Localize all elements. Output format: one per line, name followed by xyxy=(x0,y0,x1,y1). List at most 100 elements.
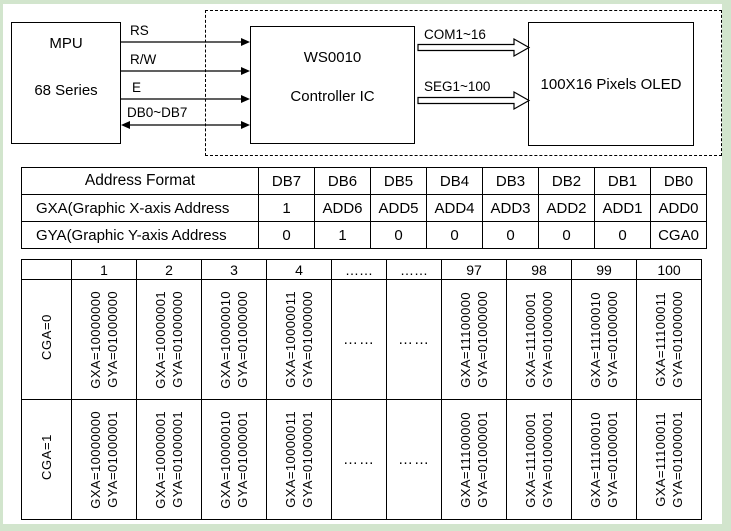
table-cell: 0 xyxy=(482,221,539,249)
table-cell: ADD0 xyxy=(650,194,707,222)
col-header-1: 1 xyxy=(71,259,137,280)
gya-row-label: GYA(Graphic Y-axis Address xyxy=(21,221,259,249)
gya-value: GYA=01000001 xyxy=(235,411,250,508)
address-cell: GXA=10000000 GYA=01000000 xyxy=(71,279,137,400)
table-cell: ADD1 xyxy=(594,194,651,222)
gya-value: GYA=01000001 xyxy=(670,411,685,508)
ellipsis: …… xyxy=(343,330,375,348)
address-cell: GXA=11100010 GYA=01000001 xyxy=(571,399,637,520)
cga0-label: CGA=0 xyxy=(39,314,54,360)
gya-value: GYA=01000001 xyxy=(170,411,185,508)
col-header-db1: DB1 xyxy=(594,167,651,195)
table-cell: ADD4 xyxy=(426,194,483,222)
address-cell: GXA=10000000 GYA=01000001 xyxy=(71,399,137,520)
mpu-box: MPU 68 Series xyxy=(11,22,121,144)
ellipsis: …… xyxy=(398,450,430,468)
address-cell: GXA=11100010 GYA=01000000 xyxy=(571,279,637,400)
address-format-header-row: Address Format DB7 DB6 DB5 DB4 DB3 DB2 D… xyxy=(21,167,707,195)
mapping-header-row: 1 2 3 4 …… …… 97 98 99 100 xyxy=(21,259,702,280)
table-cell: 0 xyxy=(538,221,595,249)
ellipsis-cell: …… xyxy=(331,279,387,400)
com-label: COM1~16 xyxy=(424,27,486,42)
ellipsis-cell: …… xyxy=(386,399,442,520)
address-cell: GXA=11100011 GYA=01000000 xyxy=(636,279,702,400)
mpu-subtitle: 68 Series xyxy=(34,82,98,99)
address-cell: GXA=10000011 GYA=01000000 xyxy=(266,279,332,400)
gxa-value: GXA=10000000 xyxy=(88,290,103,389)
gxa-value: GXA=10000001 xyxy=(153,290,168,389)
address-cell: GXA=10000001 GYA=01000001 xyxy=(136,399,202,520)
gya-value: GYA=01000000 xyxy=(540,291,555,388)
gya-row: GYA(Graphic Y-axis Address 0 1 0 0 0 0 0… xyxy=(21,221,707,249)
col-header-db3: DB3 xyxy=(482,167,539,195)
controller-subtitle: Controller IC xyxy=(290,88,375,105)
gxa-value: GXA=10000000 xyxy=(88,410,103,509)
table-cell: 1 xyxy=(258,194,315,222)
table-cell: 0 xyxy=(258,221,315,249)
table-cell: CGA0 xyxy=(650,221,707,249)
rw-label: R/W xyxy=(130,52,157,67)
col-header-99: 99 xyxy=(571,259,637,280)
col-header-db2: DB2 xyxy=(538,167,595,195)
gya-value: GYA=01000001 xyxy=(605,411,620,508)
ellipsis-cell: …… xyxy=(386,279,442,400)
table-cell: ADD3 xyxy=(482,194,539,222)
row-label-cell: CGA=1 xyxy=(21,399,72,520)
gya-value: GYA=01000001 xyxy=(300,411,315,508)
db-bus-label: DB0~DB7 xyxy=(127,105,188,120)
row-label-cell: CGA=0 xyxy=(21,279,72,400)
table-cell: 0 xyxy=(426,221,483,249)
col-header-db6: DB6 xyxy=(314,167,371,195)
gya-value: GYA=01000000 xyxy=(670,291,685,388)
address-cell: GXA=10000010 GYA=01000000 xyxy=(201,279,267,400)
gxa-value: GXA=11100001 xyxy=(523,291,538,388)
gxa-value: GXA=10000010 xyxy=(218,410,233,509)
address-cell: GXA=10000011 GYA=01000001 xyxy=(266,399,332,520)
col-header-db5: DB5 xyxy=(370,167,427,195)
table-cell: ADD2 xyxy=(538,194,595,222)
gya-value: GYA=01000000 xyxy=(475,291,490,388)
col-header-db0: DB0 xyxy=(650,167,707,195)
gya-value: GYA=01000000 xyxy=(605,291,620,388)
controller-oled-dashed-region xyxy=(205,10,722,156)
table-cell: ADD6 xyxy=(314,194,371,222)
datasheet-figure: MPU 68 Series WS0010 Controller IC 100X1… xyxy=(3,4,722,524)
ellipsis-cell: …… xyxy=(331,399,387,520)
gxa-row-label: GXA(Graphic X-axis Address xyxy=(21,194,259,222)
ellipsis: …… xyxy=(398,330,430,348)
gxa-value: GXA=10000011 xyxy=(283,411,298,508)
gxa-value: GXA=11100000 xyxy=(458,291,473,388)
corner-cell xyxy=(21,259,72,280)
col-header-100: 100 xyxy=(636,259,702,280)
gxa-value: GXA=11100010 xyxy=(588,411,603,508)
gya-value: GYA=01000000 xyxy=(170,291,185,388)
cga0-row: CGA=0 GXA=10000000 GYA=01000000 GXA=1000… xyxy=(21,279,702,400)
gxa-value: GXA=11100001 xyxy=(523,411,538,508)
col-header-ellipsis: …… xyxy=(386,259,442,280)
oled-title: 100X16 Pixels OLED xyxy=(540,75,682,93)
ellipsis: …… xyxy=(343,450,375,468)
e-label: E xyxy=(132,80,142,95)
address-cell: GXA=10000001 GYA=01000000 xyxy=(136,279,202,400)
controller-box: WS0010 Controller IC xyxy=(250,26,415,144)
oled-box: 100X16 Pixels OLED xyxy=(528,22,694,146)
table-cell: 0 xyxy=(594,221,651,249)
block-diagram: MPU 68 Series WS0010 Controller IC 100X1… xyxy=(3,4,722,162)
col-header-98: 98 xyxy=(506,259,572,280)
col-header-ellipsis: …… xyxy=(331,259,387,280)
col-header-97: 97 xyxy=(441,259,507,280)
cga1-label: CGA=1 xyxy=(39,434,54,480)
gxa-value: GXA=11100010 xyxy=(588,291,603,388)
gya-value: GYA=01000000 xyxy=(105,291,120,388)
seg-label: SEG1~100 xyxy=(424,79,491,94)
address-mapping-table: 1 2 3 4 …… …… 97 98 99 100 CGA=0 GXA=100… xyxy=(21,259,702,520)
col-header-db4: DB4 xyxy=(426,167,483,195)
address-cell: GXA=11100000 GYA=01000001 xyxy=(441,399,507,520)
address-format-table: Address Format DB7 DB6 DB5 DB4 DB3 DB2 D… xyxy=(21,167,707,249)
col-header-db7: DB7 xyxy=(258,167,315,195)
gxa-value: GXA=11100011 xyxy=(653,292,668,387)
gxa-value: GXA=10000010 xyxy=(218,290,233,389)
address-cell: GXA=11100000 GYA=01000000 xyxy=(441,279,507,400)
gxa-row: GXA(Graphic X-axis Address 1 ADD6 ADD5 A… xyxy=(21,194,707,222)
address-cell: GXA=11100001 GYA=01000000 xyxy=(506,279,572,400)
